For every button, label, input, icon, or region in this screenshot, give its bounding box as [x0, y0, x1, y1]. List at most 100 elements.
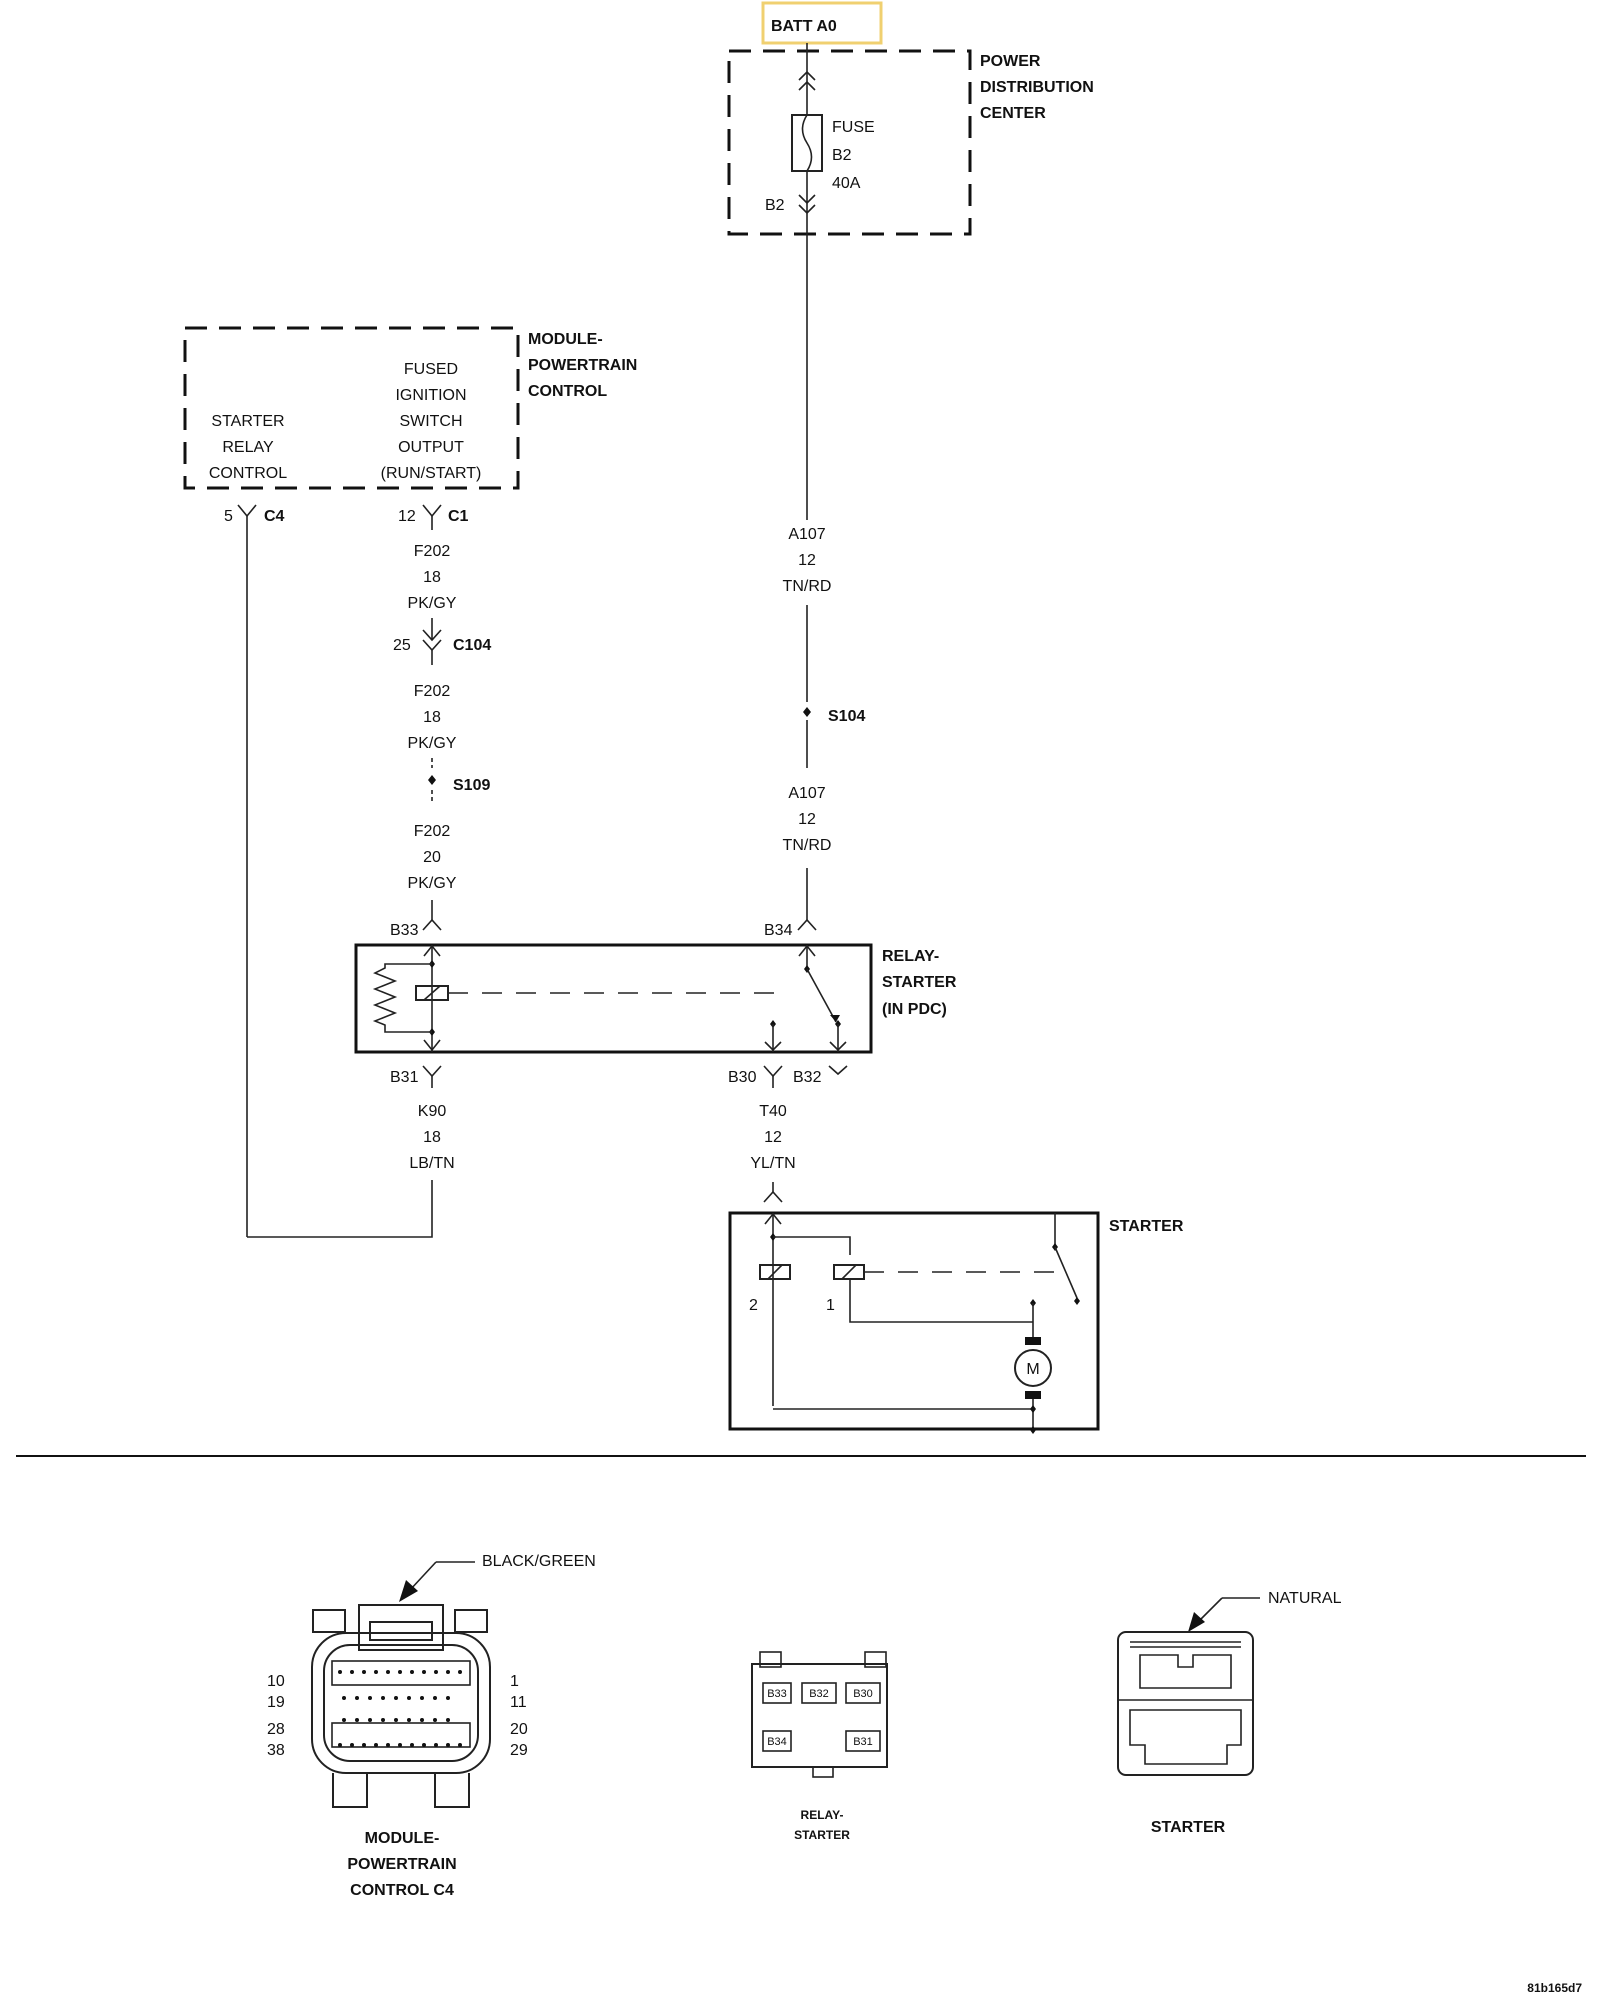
- relay-view-label-1: RELAY-: [801, 1808, 844, 1822]
- relay-pin-b31: B31: [390, 1069, 419, 1086]
- pcm-c4-connector: [237, 504, 257, 1237]
- pcm-label-2: POWERTRAIN: [528, 357, 637, 374]
- pcm-view-n28: 28: [267, 1721, 285, 1738]
- starter-connector-view: [1117, 1597, 1260, 1776]
- relay-view-b34: B34: [767, 1736, 787, 1748]
- t40-gauge: 12: [764, 1129, 782, 1146]
- relay-view-b32: B32: [809, 1688, 829, 1700]
- pcm-view-n11: 11: [510, 1694, 527, 1711]
- relay-pin-b34: B34: [764, 922, 793, 939]
- pdc-label-1: POWER: [980, 53, 1041, 70]
- a107a-id: A107: [788, 526, 825, 543]
- pdc-box: [727, 49, 972, 236]
- relay-pin-b33: B33: [390, 922, 419, 939]
- pdc-pin-b2: B2: [765, 197, 785, 214]
- pin-array: [338, 1670, 462, 1747]
- pcm-label-1: MODULE-: [528, 331, 603, 348]
- pcm-fis-4: OUTPUT: [398, 439, 464, 456]
- s104-label: S104: [828, 708, 865, 725]
- pcm-fis-2: IGNITION: [395, 387, 466, 404]
- pcm-view-n10: 10: [267, 1673, 285, 1690]
- relay-view-b30: B30: [853, 1688, 873, 1700]
- pcm-src-2: RELAY: [222, 439, 274, 456]
- pcm-view-n38: 38: [267, 1742, 285, 1759]
- pcm-box: [183, 326, 520, 490]
- pcm-pin-5: 5: [224, 508, 233, 525]
- starter-pin-2: 2: [749, 1297, 758, 1314]
- starter-hold-coil: [759, 1264, 791, 1280]
- relay-label-2: STARTER: [882, 974, 957, 991]
- f202b-gauge: 18: [423, 709, 441, 726]
- pcm-c1: C1: [448, 508, 469, 525]
- relay-view-b31: B31: [853, 1736, 873, 1748]
- pcm-view-n29: 29: [510, 1742, 528, 1759]
- relay-pin-b30: B30: [728, 1069, 757, 1086]
- fuse-rating: 40A: [832, 175, 861, 192]
- a107a-color: TN/RD: [783, 578, 832, 595]
- f202c-id: F202: [414, 823, 451, 840]
- pcm-view-n20: 20: [510, 1721, 528, 1738]
- pdc-label-3: CENTER: [980, 105, 1046, 122]
- pcm-src-1: STARTER: [211, 413, 284, 430]
- pcm-label-3: CONTROL: [528, 383, 607, 400]
- batt-label: BATT A0: [771, 18, 837, 35]
- relay-connector-view: [751, 1651, 888, 1778]
- a107b-gauge: 12: [798, 811, 816, 828]
- k90-color: LB/TN: [409, 1155, 454, 1172]
- s109-splice: [428, 758, 436, 802]
- k90-gauge: 18: [423, 1129, 441, 1146]
- pcm-view-label-1: MODULE-: [365, 1830, 440, 1847]
- relay-view-label-2: STARTER: [794, 1828, 850, 1842]
- figure-id: 81b165d7: [1527, 1981, 1582, 1995]
- pcm-view-n19: 19: [267, 1694, 285, 1711]
- relay-box: [354, 943, 873, 1054]
- f202c-color: PK/GY: [408, 875, 457, 892]
- starter-view-label: STARTER: [1151, 1819, 1226, 1836]
- k90-return-wire: [247, 1180, 433, 1238]
- relay-internal-circuit: [372, 944, 847, 1052]
- starter-input-pin: [763, 1182, 783, 1203]
- pcm-fis-3: SWITCH: [399, 413, 462, 430]
- pcm-c4-connector-view: [311, 1561, 491, 1808]
- relay-pin-b32: B32: [793, 1069, 822, 1086]
- f202a-color: PK/GY: [408, 595, 457, 612]
- pcm-view-tag: BLACK/GREEN: [482, 1553, 596, 1570]
- relay-label-3: (IN PDC): [882, 1001, 947, 1018]
- f202b-color: PK/GY: [408, 735, 457, 752]
- starter-internal-circuit: [759, 1212, 1080, 1434]
- pdc-label-2: DISTRIBUTION: [980, 79, 1094, 96]
- k90-id: K90: [418, 1103, 447, 1120]
- c104-pin: 25: [393, 637, 411, 654]
- pdc-internal-wiring: [791, 43, 823, 520]
- pcm-pin-12: 12: [398, 508, 416, 525]
- motor-label: M: [1026, 1361, 1039, 1378]
- batt-highlight: [761, 1, 883, 45]
- starter-view-tag: NATURAL: [1268, 1590, 1342, 1607]
- pcm-c1-connector: [422, 504, 442, 530]
- fuse-label: FUSE: [832, 119, 875, 136]
- relay-input-pins: [422, 868, 817, 931]
- f202c-gauge: 20: [423, 849, 441, 866]
- a107a-gauge: 12: [798, 552, 816, 569]
- relay-label-1: RELAY-: [882, 948, 939, 965]
- pcm-src-3: CONTROL: [209, 465, 287, 482]
- pcm-view-n1: 1: [510, 1673, 519, 1690]
- pcm-fis-1: FUSED: [404, 361, 458, 378]
- starter-box: [728, 1211, 1100, 1431]
- fuse-id: B2: [832, 147, 852, 164]
- pcm-fis-5: (RUN/START): [381, 465, 482, 482]
- s109-label: S109: [453, 777, 490, 794]
- t40-id: T40: [759, 1103, 787, 1120]
- c104-name: C104: [453, 637, 491, 654]
- f202b-id: F202: [414, 683, 451, 700]
- f202a-id: F202: [414, 543, 451, 560]
- starter-label: STARTER: [1109, 1218, 1184, 1235]
- pcm-view-label-2: POWERTRAIN: [347, 1856, 456, 1873]
- pcm-c4: C4: [264, 508, 285, 525]
- a107b-id: A107: [788, 785, 825, 802]
- relay-output-pins: [422, 1065, 848, 1088]
- t40-color: YL/TN: [750, 1155, 795, 1172]
- c104-connector: [422, 618, 442, 665]
- relay-switch-arm: [806, 968, 837, 1023]
